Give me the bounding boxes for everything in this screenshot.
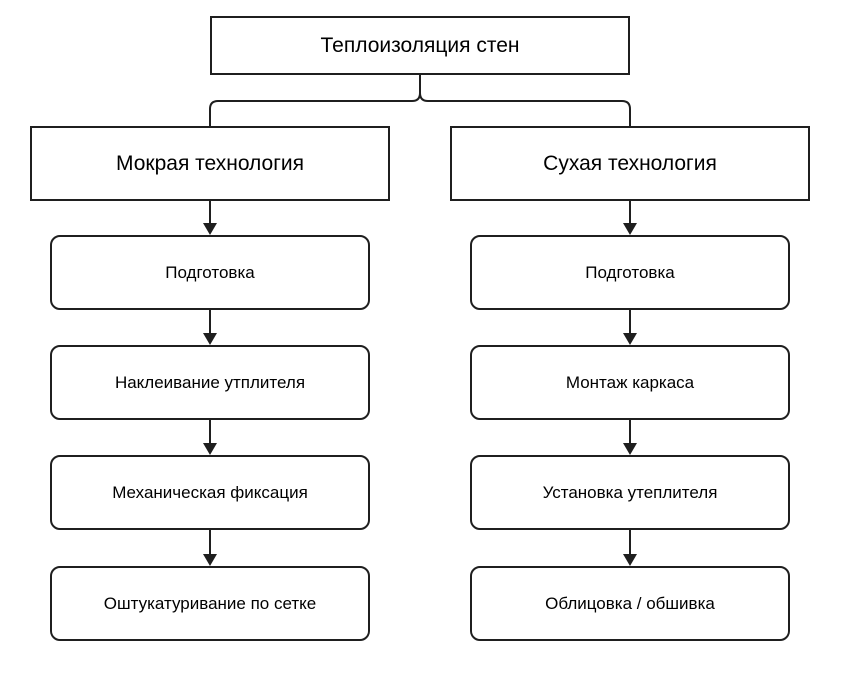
node-wet-step-2-label: Наклеивание утплителя [114,372,306,392]
node-wet-step-1-label: Подготовка [165,262,255,282]
node-dry-step-3-label: Установка утеплителя [542,482,718,502]
node-wet-step-4-label: Оштукатуривание по сетке [103,593,317,613]
node-dry-technology-label: Сухая технология [543,151,717,175]
node-dry-step-1: Подготовка [470,235,790,310]
node-dry-step-3: Установка утеплителя [470,455,790,530]
node-dry-step-4: Облицовка / обшивка [470,566,790,641]
node-root-label: Теплоизоляция стен [320,33,520,57]
node-wet-step-2: Наклеивание утплителя [50,345,370,420]
connector-root-to-wet [209,75,421,126]
node-wet-technology-label: Мокрая технология [115,151,304,175]
arrow-wet-header-to-step1 [203,201,217,235]
node-dry-technology: Сухая технология [450,126,810,201]
arrow-wet-step1-to-step2 [203,310,217,345]
arrow-wet-step3-to-step4 [203,530,217,566]
arrow-dry-step3-to-step4 [623,530,637,566]
node-root: Теплоизоляция стен [210,16,630,75]
node-dry-step-1-label: Подготовка [585,262,675,282]
node-dry-step-2: Монтаж каркаса [470,345,790,420]
arrow-dry-step1-to-step2 [623,310,637,345]
node-wet-technology: Мокрая технология [30,126,390,201]
arrow-wet-step2-to-step3 [203,420,217,455]
node-wet-step-4: Оштукатуривание по сетке [50,566,370,641]
node-wet-step-3-label: Механическая фиксация [112,482,308,502]
node-wet-step-1: Подготовка [50,235,370,310]
arrow-dry-header-to-step1 [623,201,637,235]
connector-root-to-dry [419,75,631,126]
node-dry-step-2-label: Монтаж каркаса [565,372,695,392]
arrow-dry-step2-to-step3 [623,420,637,455]
node-wet-step-3: Механическая фиксация [50,455,370,530]
node-dry-step-4-label: Облицовка / обшивка [545,593,715,613]
